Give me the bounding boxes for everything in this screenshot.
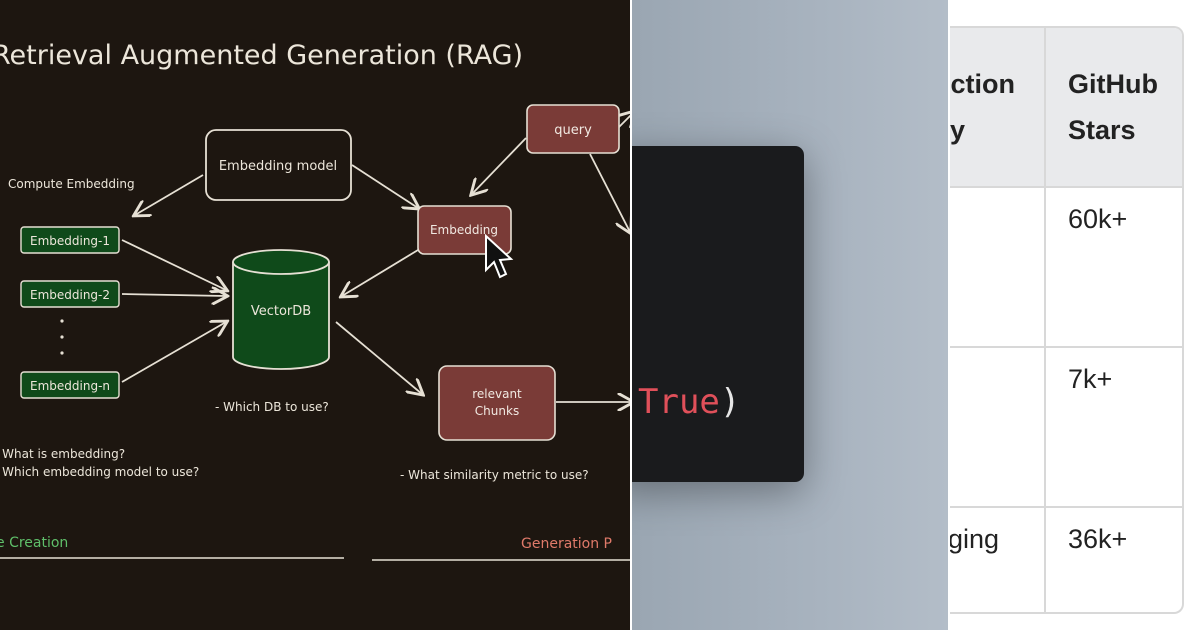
diagram-title: Retrieval Augmented Generation (RAG)	[0, 40, 523, 71]
relevant-chunks-node	[438, 365, 556, 441]
embedding-model-label: Embedding model	[219, 159, 337, 174]
rag-diagram-panel: Retrieval Augmented Generation (RAG) Emb…	[0, 0, 630, 630]
compute-embedding-label: Compute Embedding	[8, 177, 135, 191]
what-is-embedding-note: - What is embedding?	[0, 447, 125, 461]
table-column-divider	[1044, 28, 1046, 612]
relevant-chunks-label-line1: relevant	[472, 387, 522, 401]
embedding-2-node	[20, 280, 120, 308]
embedding-n-label: Embedding-n	[30, 379, 110, 393]
embedding-n-node	[20, 371, 120, 399]
generation-section-label: Generation P	[521, 536, 612, 552]
comparison-table: uction y GitHub Stars 60k+ 7k+ ging 36k+	[950, 26, 1184, 614]
table-cell-stars: 36k+	[1068, 524, 1128, 554]
embedding-1-label: Embedding-1	[30, 234, 110, 248]
vectordb-label: VectorDB	[251, 304, 311, 319]
vectordb-node	[232, 249, 330, 370]
table-row-divider	[950, 186, 1182, 188]
code-token-true: True	[638, 382, 720, 422]
table-cell-stars: 7k+	[1068, 364, 1113, 394]
table-row-divider	[950, 346, 1182, 348]
code-token-paren: )	[719, 382, 741, 422]
header-col2-line1: GitHub	[1068, 69, 1158, 99]
embedding-2-label: Embedding-2	[30, 288, 110, 302]
query-label: query	[554, 123, 592, 138]
which-db-note: - Which DB to use?	[215, 400, 329, 414]
table-cell-stars: 60k+	[1068, 204, 1128, 234]
ellipsis-dots	[60, 319, 64, 355]
embedding-model-node	[205, 129, 352, 201]
section-underlines	[0, 557, 630, 561]
creation-section-label: e Creation	[0, 535, 68, 551]
table-row-divider	[950, 506, 1182, 508]
diagram-arrows	[121, 112, 630, 402]
table-header-row	[950, 28, 1182, 186]
similarity-metric-note: - What similarity metric to use?	[400, 468, 589, 482]
rag-diagram: Retrieval Augmented Generation (RAG) Emb…	[0, 40, 630, 561]
code-card: True)	[632, 146, 804, 482]
code-panel: True)	[632, 0, 948, 630]
embedding-label: Embedding	[430, 223, 498, 237]
table-cell-col1: ging	[950, 524, 1000, 554]
code-line: True)	[638, 382, 740, 422]
which-model-note: - Which embedding model to use?	[0, 465, 199, 479]
query-node	[526, 104, 620, 154]
header-col1-line2: y	[950, 115, 966, 145]
embedding-1-node	[20, 226, 120, 254]
header-col2-line2: Stars	[1068, 115, 1136, 145]
panel-divider-2	[948, 0, 950, 630]
header-col1-line1: uction	[950, 69, 1015, 99]
mouse-cursor-icon	[485, 233, 514, 279]
panel-divider-1	[630, 0, 632, 630]
relevant-chunks-label-line2: Chunks	[475, 404, 519, 418]
table-panel: uction y GitHub Stars 60k+ 7k+ ging 36k+	[950, 0, 1200, 630]
